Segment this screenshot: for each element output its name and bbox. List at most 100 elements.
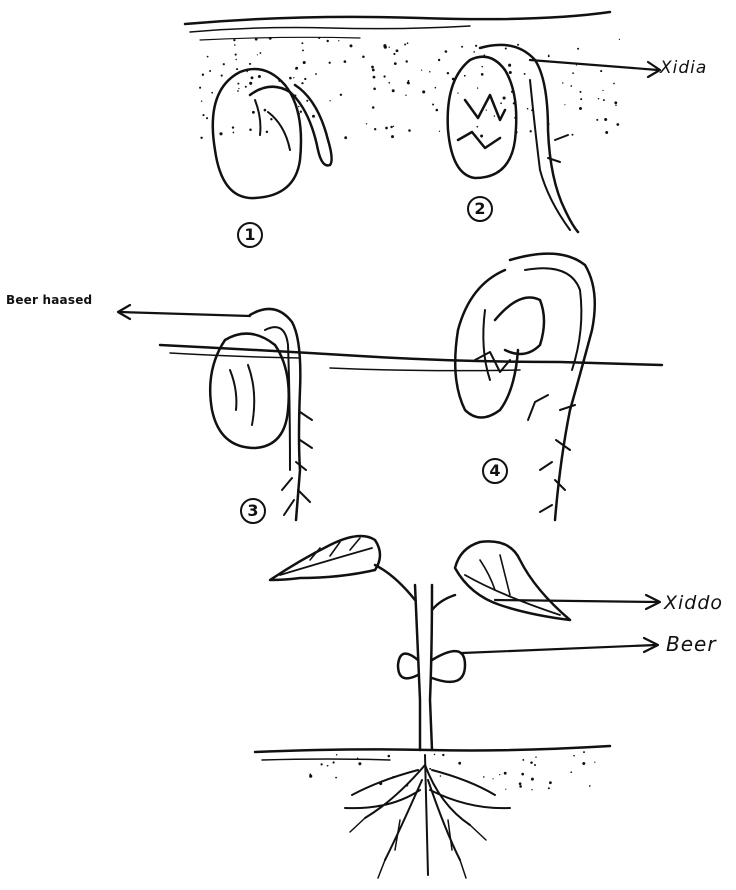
soil-speck xyxy=(221,75,223,77)
soil-speck xyxy=(393,126,394,127)
soil-speck xyxy=(234,44,236,46)
soil-speck xyxy=(583,751,585,753)
soil-speck xyxy=(388,82,390,84)
soil-speck xyxy=(519,782,522,785)
soil-speck xyxy=(233,39,235,41)
soil-speck xyxy=(201,101,202,102)
soil-speck xyxy=(503,96,506,99)
bottom-soil-speckles xyxy=(309,751,595,790)
soil-speck xyxy=(445,50,448,53)
soil-speck xyxy=(235,54,237,56)
soil-speck xyxy=(572,134,574,136)
soil-speck xyxy=(303,61,306,64)
soil-speck xyxy=(200,137,202,139)
soil-speck xyxy=(582,762,585,765)
soil-speck xyxy=(350,44,353,47)
soil-speck xyxy=(379,782,382,785)
soil-speck xyxy=(405,60,407,62)
roots xyxy=(345,755,510,878)
soil-speck xyxy=(233,132,235,134)
seed-stage-1 xyxy=(213,69,332,198)
seed-stage-4 xyxy=(455,254,595,520)
soil-speck xyxy=(505,789,506,790)
soil-speck xyxy=(405,94,406,95)
soil-speck xyxy=(548,55,550,57)
soil-speck xyxy=(266,131,268,133)
soil-speck xyxy=(461,46,463,48)
soil-speck xyxy=(392,89,395,92)
stage-number-text: 2 xyxy=(467,196,493,222)
soil-speck xyxy=(517,44,519,46)
soil-speck xyxy=(315,73,317,75)
soil-speck xyxy=(580,98,582,100)
soil-speck xyxy=(259,52,261,54)
soil-speck xyxy=(531,789,532,790)
soil-speck xyxy=(432,104,434,106)
soil-speck xyxy=(301,42,303,44)
soil-speck xyxy=(436,109,439,112)
soil-speck xyxy=(235,59,236,60)
soil-speck xyxy=(422,90,425,93)
soil-speck xyxy=(480,135,483,138)
soil-speck xyxy=(338,40,339,41)
soil-speck xyxy=(327,40,329,42)
soil-speck xyxy=(302,49,304,51)
soil-speck xyxy=(435,87,437,89)
soil-speck xyxy=(206,117,208,119)
soil-speck xyxy=(340,94,342,96)
soil-speck xyxy=(464,75,466,77)
soil-speck xyxy=(219,132,222,135)
label-xidia: Xidia xyxy=(660,58,707,78)
soil-speck xyxy=(264,109,267,112)
soil-speck xyxy=(232,126,234,128)
soil-speck xyxy=(481,73,484,76)
soil-speck xyxy=(249,128,252,131)
soil-speck xyxy=(408,82,410,84)
soil-speck xyxy=(570,771,572,773)
soil-speck xyxy=(199,87,201,89)
soil-speck xyxy=(249,82,252,85)
soil-speck xyxy=(289,77,292,80)
soil-speck xyxy=(521,773,524,776)
soil-speck xyxy=(499,774,500,775)
soil-speck xyxy=(535,756,536,757)
arrow-to-beer-haased xyxy=(118,305,250,319)
soil-speck xyxy=(373,76,376,79)
soil-speck xyxy=(440,775,442,777)
soil-speck xyxy=(396,49,399,52)
soil-speck xyxy=(598,98,599,99)
soil-speck xyxy=(548,787,550,789)
soil-speck xyxy=(371,66,374,69)
soil-speck xyxy=(295,68,297,70)
soil-speck xyxy=(615,104,617,106)
soil-speck xyxy=(434,754,435,755)
soil-speck xyxy=(252,111,255,114)
seedling-plant xyxy=(270,536,570,750)
soil-speck xyxy=(577,48,579,50)
soil-speck xyxy=(249,63,251,65)
soil-speck xyxy=(407,42,409,44)
soil-speck xyxy=(327,765,329,767)
soil-speck xyxy=(404,44,406,46)
soil-speck xyxy=(223,63,225,65)
soil-speck xyxy=(392,776,394,778)
soil-speck xyxy=(245,86,247,88)
soil-speck xyxy=(255,38,258,41)
soil-speck xyxy=(519,785,522,788)
soil-speck xyxy=(372,106,375,109)
soil-speck xyxy=(570,85,572,87)
soil-speck xyxy=(237,83,239,85)
soil-speck xyxy=(579,107,582,110)
label-beer-haased: Beer haased xyxy=(6,293,92,307)
soil-speck xyxy=(527,108,529,110)
soil-speck xyxy=(309,775,312,778)
top-soil-surface xyxy=(185,12,610,40)
soil-speck xyxy=(475,45,477,47)
soil-speck xyxy=(393,53,395,55)
soil-speck xyxy=(383,75,385,77)
soil-speck xyxy=(429,71,431,73)
soil-speck xyxy=(390,126,392,128)
seed-stage-3 xyxy=(210,309,312,520)
soil-speck xyxy=(391,135,394,138)
